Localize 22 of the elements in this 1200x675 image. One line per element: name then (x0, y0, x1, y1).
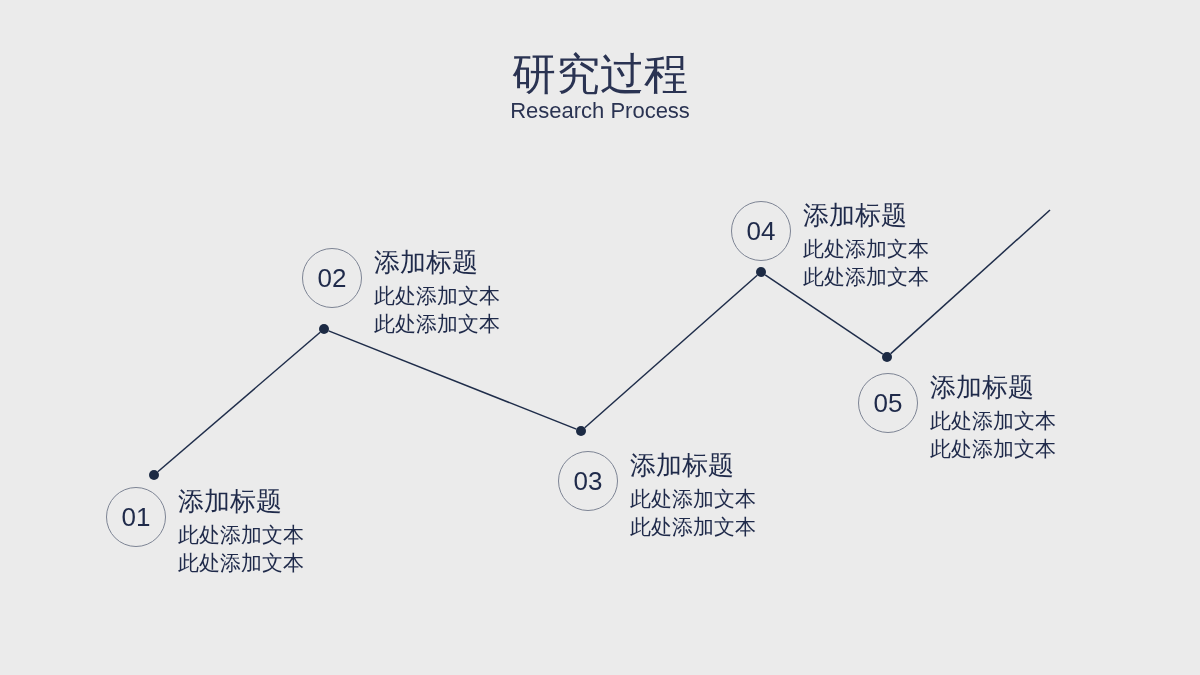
subtitle: Research Process (510, 97, 690, 125)
step-heading: 添加标题 (803, 199, 907, 232)
connector-line (157, 331, 321, 473)
step-text: 此处添加文本 (178, 550, 304, 576)
connector-line (764, 274, 884, 355)
step-text: 此处添加文本 (630, 486, 756, 512)
step-text: 此处添加文本 (930, 436, 1056, 462)
step-text: 此处添加文本 (178, 522, 304, 548)
connector-line (327, 330, 578, 430)
step-text: 此处添加文本 (374, 283, 500, 309)
step-heading: 添加标题 (930, 371, 1034, 404)
connector-line (889, 209, 1051, 355)
step-heading: 添加标题 (374, 246, 478, 279)
step-text: 此处添加文本 (630, 514, 756, 540)
step-text: 此处添加文本 (930, 408, 1056, 434)
step-text: 此处添加文本 (374, 311, 500, 337)
connector-line (584, 274, 758, 429)
step-heading: 添加标题 (630, 449, 734, 482)
step-heading: 添加标题 (178, 485, 282, 518)
step-text: 此处添加文本 (803, 264, 929, 290)
title: 研究过程 (511, 48, 689, 100)
step-text: 此处添加文本 (803, 236, 929, 262)
